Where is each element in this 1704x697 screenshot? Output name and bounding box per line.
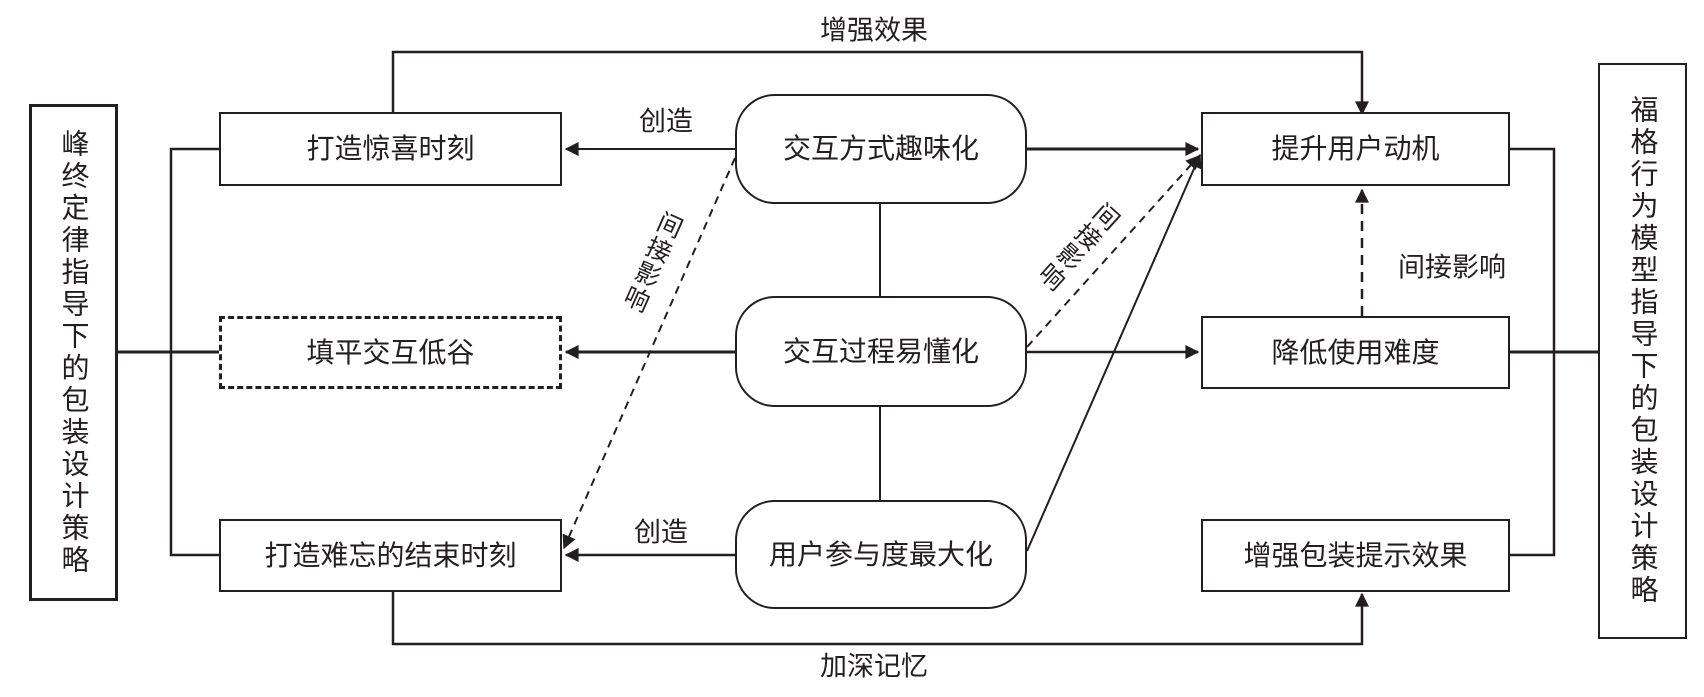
label-deepen-memory: 加深记忆 xyxy=(820,651,928,683)
left-strategy-label: 峰终定律指导下的包装设计策略 xyxy=(57,128,91,577)
node-enhance-prompt: 增强包装提示效果 xyxy=(1201,519,1510,592)
edge-fun-to-ending-indirect xyxy=(562,157,736,550)
right-strategy-label: 福格行为模型指导下的包装设计策略 xyxy=(1626,95,1660,607)
node-fun-interaction: 交互方式趣味化 xyxy=(735,94,1027,204)
right-strategy-box: 福格行为模型指导下的包装设计策略 xyxy=(1598,63,1687,639)
node-memorable-ending: 打造难忘的结束时刻 xyxy=(219,519,562,592)
node-reduce-difficulty: 降低使用难度 xyxy=(1201,316,1510,389)
node-surprise-moment: 打造惊喜时刻 xyxy=(219,112,562,186)
label-enhance-effect: 增强效果 xyxy=(820,15,928,47)
edge-enhance-effect xyxy=(391,50,1369,116)
label-create-top: 创造 xyxy=(639,106,693,138)
label-indirect-vertical: 间接影响 xyxy=(1398,252,1506,284)
node-max-engagement: 用户参与度最大化 xyxy=(735,500,1027,609)
edge-deepen-memory xyxy=(391,592,1369,646)
node-easy-interaction: 交互过程易懂化 xyxy=(735,296,1027,407)
left-strategy-box: 峰终定律指导下的包装设计策略 xyxy=(29,104,118,601)
edge-easy-to-motivation-indirect xyxy=(1026,154,1200,348)
node-fill-valley: 填平交互低谷 xyxy=(219,316,562,389)
edge-engagement-to-motivation xyxy=(1026,153,1202,552)
label-create-bottom: 创造 xyxy=(634,517,688,549)
node-boost-motivation: 提升用户动机 xyxy=(1201,112,1510,186)
